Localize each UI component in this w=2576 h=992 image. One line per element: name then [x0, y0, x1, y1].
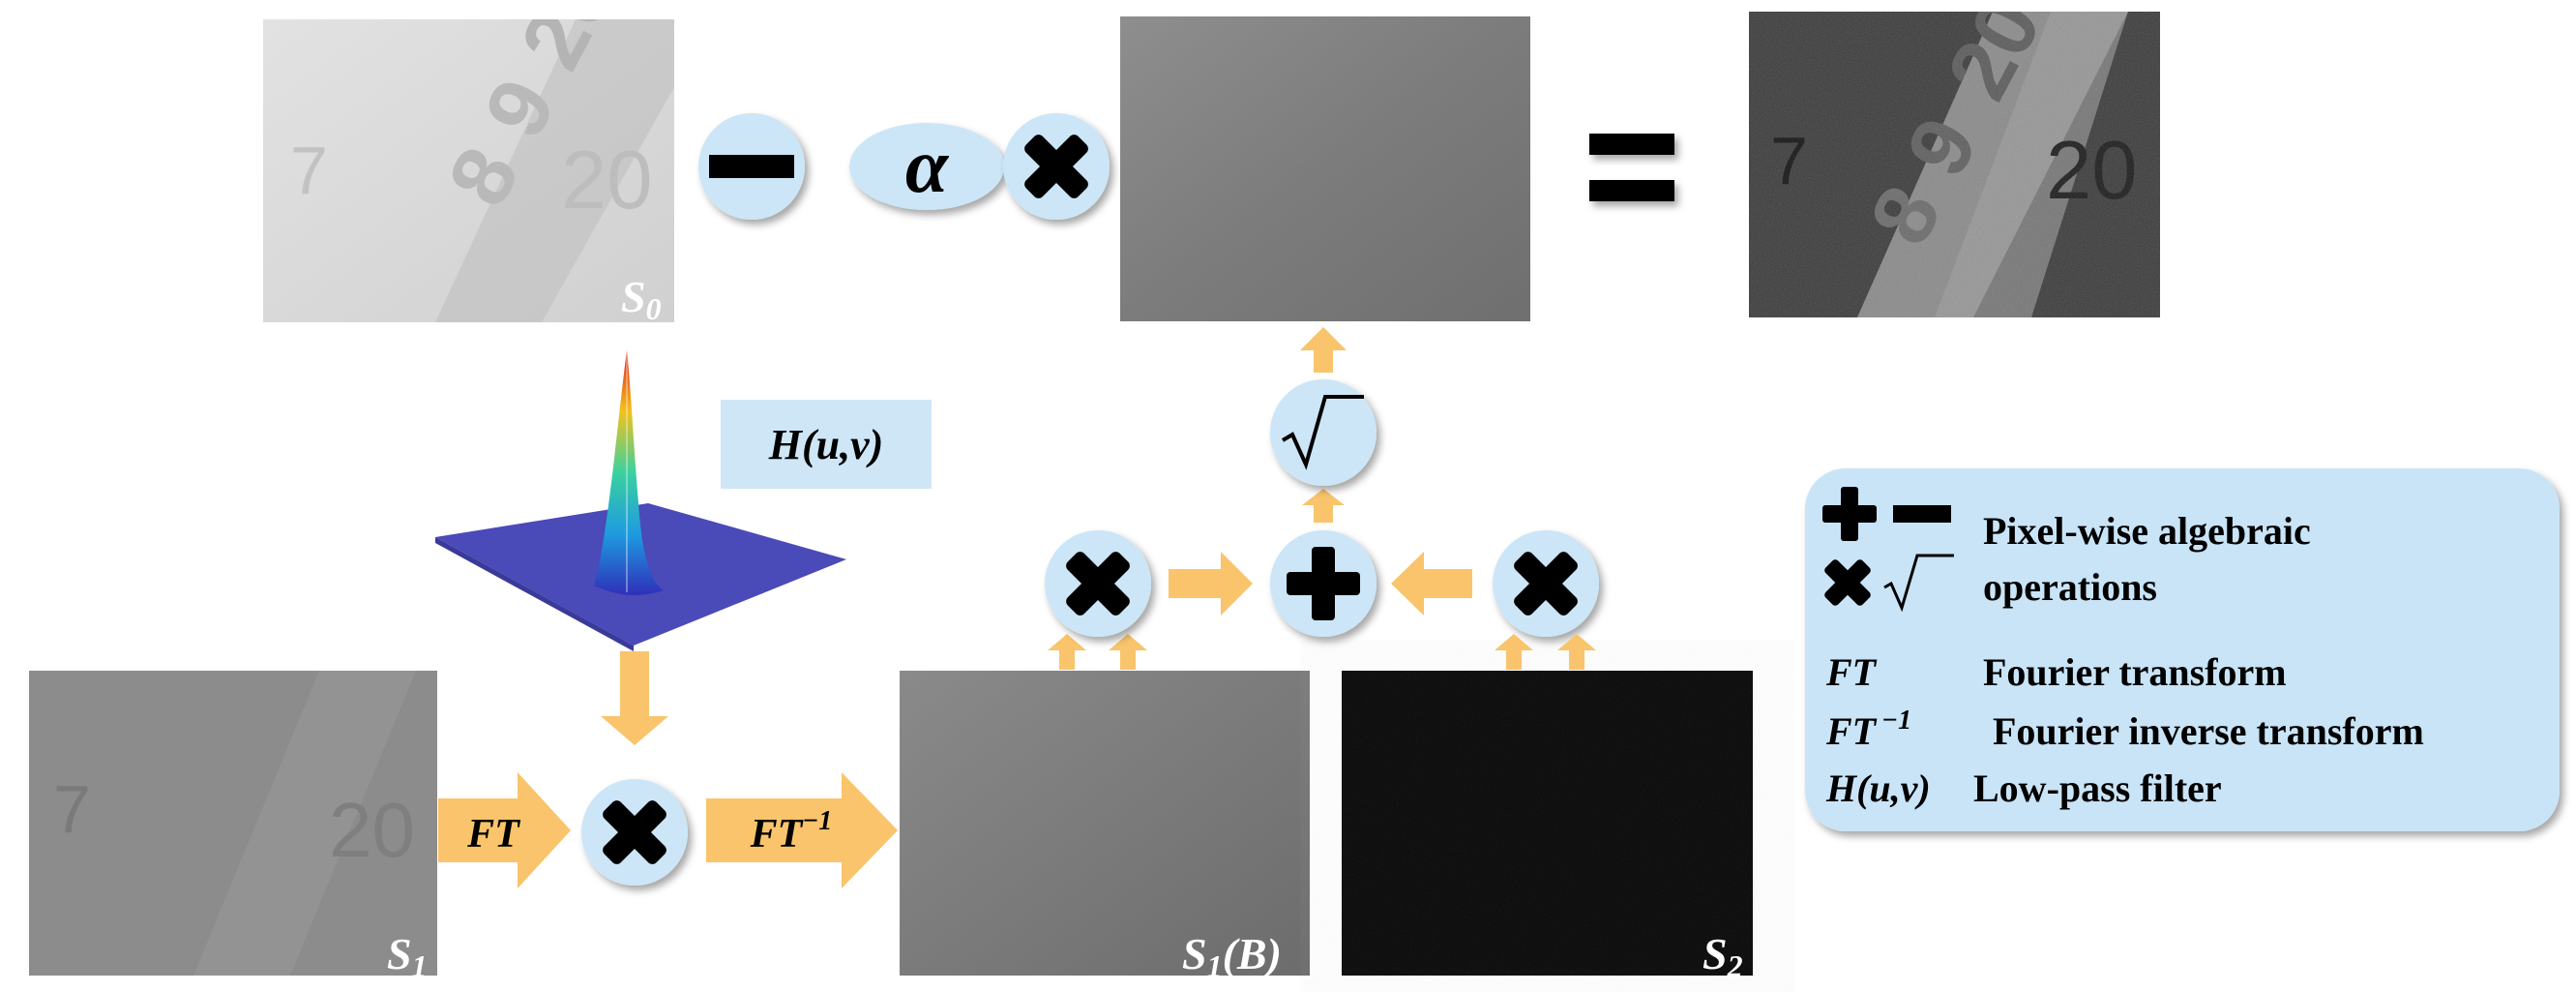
arrow-sqrt-to-background: [1300, 327, 1347, 373]
plus-operator: [1270, 530, 1377, 637]
s0-label: S: [621, 272, 646, 321]
legend-minus-icon: [1893, 505, 1951, 523]
legend-sqrt-icon: [1883, 554, 1954, 613]
filter-label: H(u,v): [768, 421, 884, 468]
image-s2: S2: [1342, 671, 1753, 983]
filter-label-box: H(u,v): [721, 400, 932, 489]
svg-text:FT−1: FT−1: [750, 806, 833, 857]
arrow-right-to-plus: [1391, 552, 1472, 616]
legend-plus-icon: [1822, 487, 1877, 541]
arrows-s2-to-multiply: [1495, 634, 1596, 670]
multiply-icon: [1024, 135, 1088, 198]
svg-text:S1(B): S1(B): [1182, 929, 1282, 983]
ruler-digit: 7: [53, 771, 91, 847]
image-background-estimate: [1120, 16, 1530, 321]
sqrt-operator: [1270, 379, 1377, 486]
legend-box: [1805, 468, 2560, 831]
minus-operator: [698, 113, 805, 220]
legend-ops-line1: Pixel-wise algebraic: [1983, 509, 2311, 553]
arrow-plus-to-sqrt: [1302, 489, 1345, 523]
multiply-operator-left: [1045, 530, 1151, 637]
arrows-s1b-to-multiply: [1048, 634, 1147, 670]
ruler-digit: 7: [290, 133, 328, 208]
lowpass-filter-plot: [435, 350, 846, 651]
ruler-digit: 20: [561, 135, 653, 226]
legend-ft-symbol: FT: [1825, 650, 1878, 694]
svg-text:S2: S2: [1703, 929, 1743, 983]
ift-label: FT: [750, 812, 805, 857]
ruler-digit: 20: [329, 787, 415, 873]
s2-label: S: [1703, 929, 1728, 978]
alpha-symbol: α: [905, 124, 950, 209]
ift-arrow: FT−1: [706, 772, 898, 888]
legend-ift-sup: −1: [1881, 706, 1911, 736]
svg-text:FT−1: FT−1: [1825, 706, 1911, 753]
image-s1: 7 20 S1: [29, 671, 437, 983]
s1b-suffix: (B): [1223, 929, 1282, 978]
equals-operator: [1589, 134, 1674, 201]
legend-h-symbol: H(u,v): [1825, 767, 1931, 810]
legend-h-desc: Low-pass filter: [1973, 767, 2222, 810]
legend-ift-symbol: FT: [1825, 709, 1878, 753]
multiply-operator-bottom: [581, 779, 688, 886]
legend-ift-desc: Fourier inverse transform: [1993, 709, 2424, 753]
svg-text:S0: S0: [621, 272, 662, 326]
svg-text:S1: S1: [387, 929, 428, 983]
ift-superscript: −1: [802, 806, 832, 836]
legend-multiply-icon: [1824, 559, 1871, 606]
multiply-icon: [603, 800, 666, 864]
s0-subscript: 0: [646, 291, 662, 326]
multiply-icon: [1514, 552, 1578, 616]
multiply-operator-right: [1493, 530, 1599, 637]
image-s1b: S1(B): [900, 671, 1310, 983]
ft-label: FT: [466, 812, 521, 857]
multiply-operator-top: [1003, 113, 1110, 220]
multiply-icon: [1066, 552, 1130, 616]
alpha-coefficient: α: [849, 123, 1004, 210]
s2-subscript: 2: [1727, 948, 1743, 983]
operator-circle: [1270, 379, 1377, 486]
legend: Pixel-wise algebraic operations FT Fouri…: [1805, 468, 2560, 831]
equals-icon: [1589, 134, 1674, 155]
s1-label: S: [387, 929, 412, 978]
legend-ops-line2: operations: [1983, 565, 2157, 609]
s1-subscript: 1: [412, 948, 428, 983]
minus-icon: [709, 155, 794, 178]
ft-arrow: FT: [438, 772, 571, 888]
arrow-left-to-plus: [1169, 552, 1253, 616]
plus-icon: [1287, 547, 1360, 620]
arrow-filter-to-multiply: [601, 651, 668, 745]
image-result: 8 9 20 7 20: [1749, 12, 2160, 317]
s1b-label: S: [1182, 929, 1207, 978]
s1b-subscript: 1: [1207, 948, 1223, 983]
image-s0: 8 9 20 7 20 S0: [263, 19, 674, 326]
legend-ft-desc: Fourier transform: [1983, 650, 2287, 694]
sqrt-icon: [1281, 395, 1364, 470]
